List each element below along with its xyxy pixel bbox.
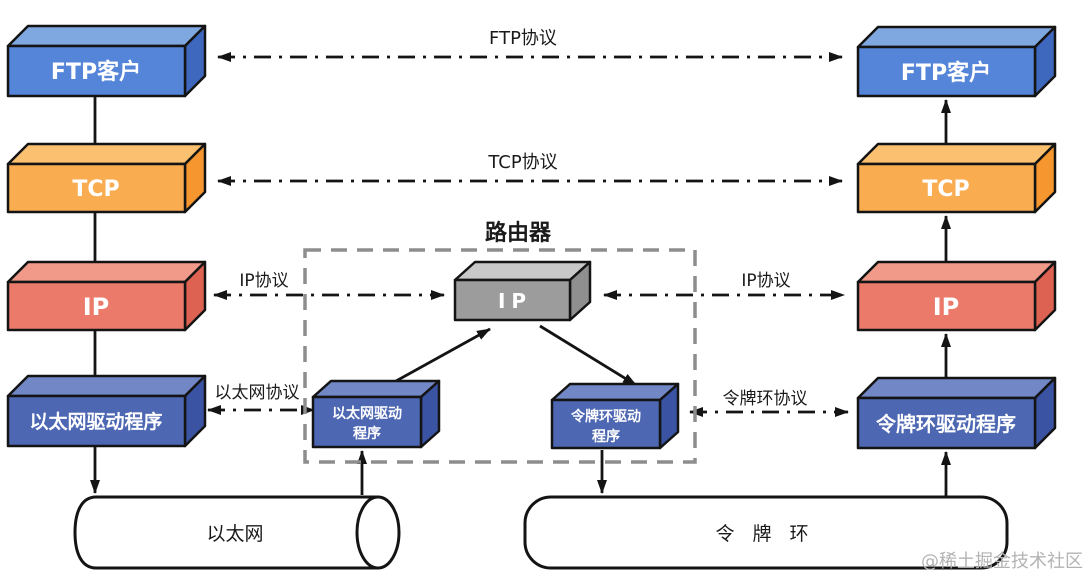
right-tcp-top-face (856, 142, 1057, 166)
ethernet-cylinder-end (355, 495, 401, 570)
left-ftp-front-face (6, 44, 187, 98)
left-driver-front-face (6, 394, 187, 448)
token-ring-medium: 令 牌 环 (523, 495, 1009, 570)
right-driver-box: 令牌环驱动程序 (856, 376, 1057, 450)
left-ip-top-face (6, 260, 207, 284)
right-tcp-front-face (856, 162, 1037, 214)
ftp-protocol-label: FTP协议 (489, 28, 557, 49)
right-ip-front-face (856, 280, 1037, 332)
left-ftp-label: FTP客户 (51, 59, 141, 85)
router-ip-box: IP (453, 260, 592, 322)
watermark-text: @稀土掘金技术社区 (921, 551, 1083, 572)
router-eth-driver-top-face (311, 379, 441, 399)
router-eth-driver-front-face (311, 395, 423, 449)
left-ftp-box: FTP客户 (6, 24, 207, 98)
tcp-protocol-label: TCP协议 (487, 152, 557, 173)
router-eth-driver-box: 以太网驱动 程序 (311, 379, 441, 449)
right-driver-top-face (856, 376, 1057, 400)
ethernet-label: 以太网 (206, 523, 263, 545)
left-ip-label: IP (83, 293, 110, 321)
right-driver-front-face (856, 396, 1037, 450)
protocol-labels: FTP协议 TCP协议 IP协议 IP协议 以太网协议 令牌环协议 (215, 28, 808, 409)
left-driver-box: 以太网驱动程序 (6, 374, 207, 448)
token-ring-label: 令 牌 环 (715, 523, 814, 545)
protocol-arrows (207, 52, 849, 417)
ip-protocol-label-right: IP协议 (741, 271, 790, 291)
right-ftp-front-face (856, 45, 1037, 98)
router-ip-top-face (453, 260, 592, 282)
right-driver-label: 令牌环驱动程序 (876, 412, 1016, 436)
router-dashed-border (303, 248, 697, 464)
router-token-driver-top-face (550, 382, 680, 402)
left-tcp-top-face (6, 142, 207, 166)
right-ip-label: IP (933, 293, 960, 321)
ethernet-protocol-label: 以太网协议 (215, 383, 300, 403)
right-tcp-box: TCP (856, 142, 1057, 214)
router-eth-driver-label-line2: 程序 (353, 425, 381, 442)
right-ftp-box: FTP客户 (856, 25, 1057, 98)
right-ftp-label: FTP客户 (901, 60, 991, 86)
router-token-driver-front-face (550, 398, 662, 450)
left-tcp-box: TCP (6, 142, 207, 214)
router-token-driver-label-line1: 令牌环驱动 (570, 408, 641, 425)
router-ip-to-tokendriver-arrow (539, 324, 637, 387)
token-ring-shape (523, 495, 1009, 570)
left-tcp-label: TCP (72, 177, 119, 202)
router-title: 路由器 (485, 220, 552, 246)
router-ip-front-face (453, 278, 572, 322)
right-ip-box: IP (856, 260, 1057, 332)
ip-protocol-label-left: IP协议 (239, 271, 288, 291)
router-ip-label: IP (498, 289, 532, 313)
right-ip-top-face (856, 260, 1057, 284)
right-ftp-top-face (856, 25, 1057, 49)
right-tcp-label: TCP (922, 177, 969, 202)
ethernet-medium: 以太网 (73, 495, 401, 570)
left-driver-top-face (6, 374, 207, 398)
left-ftp-top-face (6, 24, 207, 48)
ethernet-cylinder-body (73, 495, 380, 570)
router-token-driver-label-line2: 程序 (592, 428, 620, 445)
router-eth-driver-label-line1: 以太网驱动 (332, 405, 402, 422)
router-token-driver-box: 令牌环驱动 程序 (550, 382, 680, 450)
left-tcp-front-face (6, 162, 187, 214)
token-ring-protocol-label: 令牌环协议 (723, 389, 808, 409)
left-driver-label: 以太网驱动程序 (29, 410, 162, 433)
left-ip-front-face (6, 280, 187, 332)
left-ip-box: IP (6, 260, 207, 332)
